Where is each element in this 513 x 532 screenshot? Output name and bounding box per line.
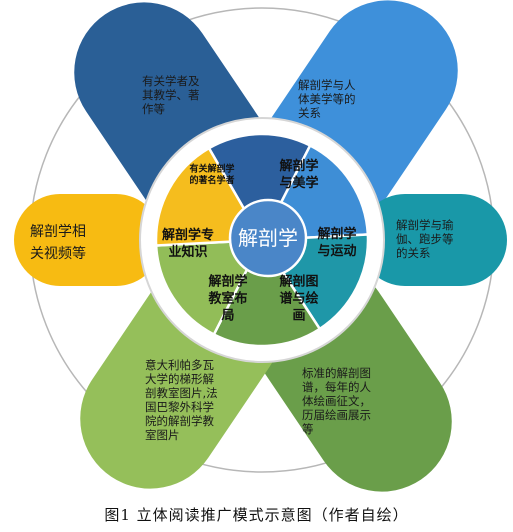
segment-label-sports: 解剖学与运动 [316,226,356,259]
petal-text-box-sports: 解剖学与瑜 伽、跑步等 的关系 [396,218,454,261]
segment-label-teaching-room: 解剖学教室布局 [207,274,247,324]
petal-text-box-teaching: 意大利帕多瓦 大学的梯形解 剖教室图片,法 国巴黎外科学 院的解剖学教 室图片 [145,358,218,443]
petal-text-box-art: 标准的解剖图 谱，每年的人 体绘画征文， 历届绘画展示 等 [302,366,371,437]
petal-text-box-scholars: 有关学者及 其教学、著 作等 [142,74,200,117]
center-circle [228,198,308,278]
segment-label-famous-scholars: 有关解剖学的著名学者 [189,162,234,186]
segment-anatomical-art [212,237,322,348]
segment-label-anatomical-art: 解剖图谱与绘画 [278,274,318,324]
figure-caption: 图1 立体阅读推广模式示意图（作者自绘） [104,506,409,524]
petal-text-art: 标准的解剖图 谱，每年的人 体绘画征文， 历届绘画展示 等 [302,366,371,437]
petal-text-box-videos: 解剖学相 关视频等 [30,224,86,262]
petal-text-scholars: 有关学者及 其教学、著 作等 [142,74,200,117]
petal-text-box-aesthetics: 解剖学与人 体美学等的 关系 [298,78,356,121]
segment-famous-scholars [207,132,312,243]
center-label: 解剖学 [238,226,298,250]
segment-label-professional-knowledge: 解剖学专业知识 [161,227,214,260]
petal-text-teaching: 意大利帕多瓦 大学的梯形解 剖教室图片,法 国巴黎外科学 院的解剖学教 室图片 [145,358,218,443]
segment-teaching-room [154,238,265,337]
segment-label-aesthetics: 解剖学与美学 [278,158,318,191]
petal-sports [359,194,507,286]
petal-text-aesthetics: 解剖学与人 体美学等的 关系 [298,78,356,121]
petal-videos [14,194,162,286]
petal-text-sports: 解剖学与瑜 伽、跑步等 的关系 [396,218,454,261]
petal-text-videos: 解剖学相 关视频等 [30,224,86,262]
